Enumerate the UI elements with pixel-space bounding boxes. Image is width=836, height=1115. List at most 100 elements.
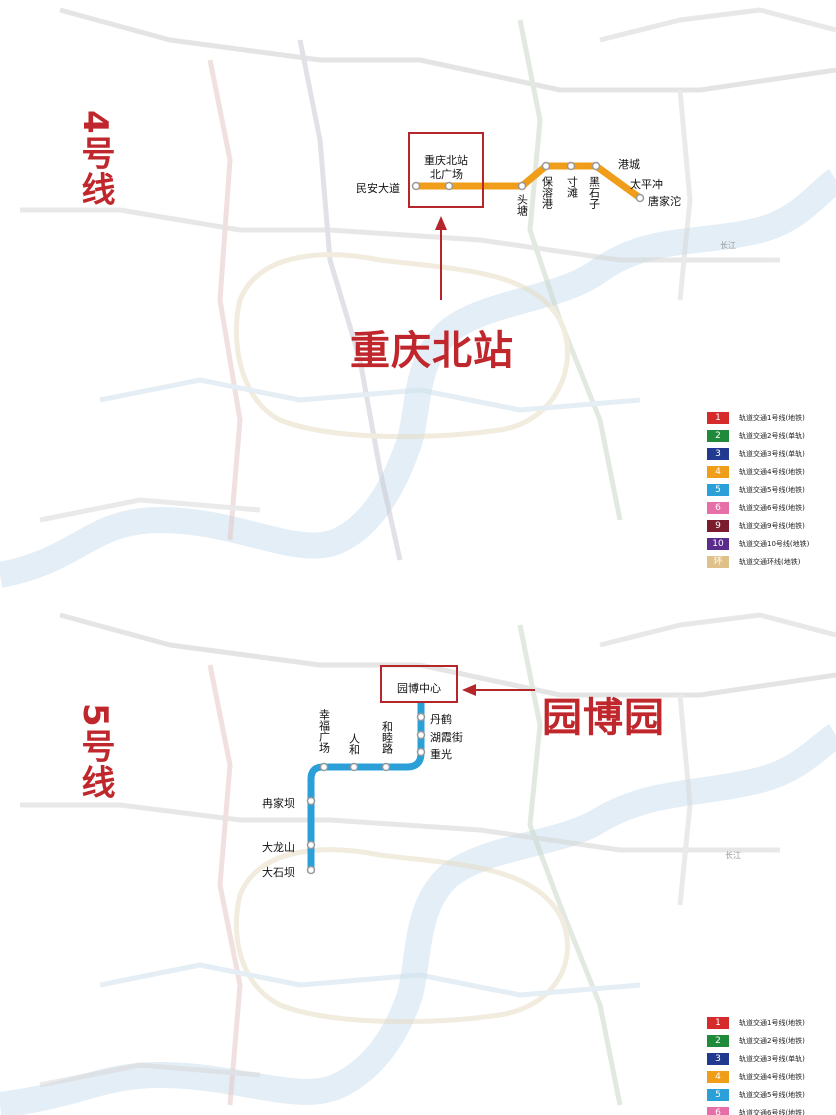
background-network [0, 7, 836, 588]
faded-line [297, 39, 403, 561]
station-label: 大龙山 [262, 841, 295, 854]
station-label: 丹鹤 [430, 713, 452, 726]
legend-label: 轨道交通环线(地铁) [739, 558, 801, 566]
legend-item: 3 轨道交通3号线(单轨) [707, 1050, 805, 1068]
legend-label: 轨道交通1号线(地铁) [739, 414, 805, 422]
faded-line [677, 694, 693, 906]
station-label: 太平冲 [630, 178, 663, 191]
legend-label: 轨道交通2号线(地铁) [739, 1037, 805, 1045]
faded-line [59, 7, 836, 93]
legend-label: 轨道交通6号线(地铁) [739, 504, 805, 512]
river-label: 长江 [720, 241, 736, 250]
legend-item: 6 轨道交通6号线(地铁) [707, 1104, 805, 1115]
legend-swatch: 6 [707, 502, 729, 514]
station-label: 冉家坝 [262, 797, 295, 810]
faded-line [677, 89, 693, 301]
legend-label: 轨道交通4号线(地铁) [739, 468, 805, 476]
legend-item: 6 轨道交通6号线(地铁) [707, 499, 809, 517]
river-label: 长江 [725, 851, 741, 860]
legend-swatch: 4 [707, 466, 729, 478]
legend-item: 5 轨道交通5号线(地铁) [707, 1086, 805, 1104]
station-label: 唐家沱 [648, 195, 681, 208]
legend-swatch: 2 [707, 430, 729, 442]
legend-label: 轨道交通10号线(地铁) [739, 540, 810, 548]
legend-swatch: 5 [707, 1089, 729, 1101]
legend-label: 轨道交通5号线(地铁) [739, 1091, 805, 1099]
legend-label: 轨道交通9号线(地铁) [739, 522, 805, 530]
station-label: 幸福广场 [317, 709, 331, 753]
station-dot [306, 865, 316, 875]
station-label: 园博中心 [397, 682, 441, 695]
legend-swatch: 2 [707, 1035, 729, 1047]
line-label: 4号线 [75, 110, 115, 208]
station-label: 人和 [347, 733, 361, 755]
river-shape [0, 168, 836, 588]
station-dot [416, 712, 426, 722]
faded-line [207, 664, 243, 1106]
station-label: 港城 [618, 158, 640, 171]
river-shape [0, 723, 836, 1115]
legend-label: 轨道交通2号线(单轨) [739, 432, 805, 440]
station-label: 寸滩 [565, 176, 579, 198]
faded-line [599, 7, 836, 43]
arrow-head-icon [462, 684, 476, 696]
station-label: 湖霞街 [430, 731, 463, 744]
legend-label: 轨道交通3号线(单轨) [739, 1055, 805, 1063]
station-label: 北广场 [430, 168, 463, 181]
legend-item: 9 轨道交通9号线(地铁) [707, 517, 809, 535]
faded-line [207, 59, 243, 541]
legend-swatch: 3 [707, 1053, 729, 1065]
station-label: 大石坝 [262, 866, 295, 879]
station-dot [444, 181, 454, 191]
station-dot [306, 796, 316, 806]
faded-line [517, 624, 623, 1106]
line4-map-panel: 4号线 民安大道 重庆北站 北广场 头塘 保溶港 寸滩 黑石子 港城 太平冲 唐… [0, 7, 836, 588]
station-label: 保溶港 [540, 176, 554, 209]
station-label: 重庆北站 [424, 154, 468, 167]
line5-route [307, 702, 425, 873]
faded-line [39, 1062, 261, 1088]
station-label: 重光 [430, 748, 452, 761]
line5-map-panel: 5号线 园博中心 丹鹤 湖霞街 重光 和睦路 人和 幸福广场 冉家坝 大龙山 大… [0, 605, 836, 1115]
station-label: 黑石子 [587, 176, 601, 209]
station-dot [349, 762, 359, 772]
station-dot [411, 181, 421, 191]
legend-item: 10 轨道交通10号线(地铁) [707, 535, 809, 553]
legend-swatch: 6 [707, 1107, 729, 1115]
station-dot [566, 161, 576, 171]
station-dot [306, 840, 316, 850]
station-dot [541, 161, 551, 171]
station-label: 和睦路 [380, 721, 394, 754]
faded-line [39, 497, 261, 523]
legend-item: 环 轨道交通环线(地铁) [707, 553, 809, 571]
legend-label: 轨道交通4号线(地铁) [739, 1073, 805, 1081]
line-label: 5号线 [75, 703, 115, 801]
legend-swatch: 9 [707, 520, 729, 532]
highlight-label: 园博园 [542, 695, 665, 741]
faded-loop-line [233, 252, 570, 440]
legend-swatch: 环 [707, 556, 729, 568]
station-label: 民安大道 [356, 182, 400, 195]
station-dot [517, 181, 527, 191]
faded-line [99, 962, 641, 998]
station-label: 头塘 [515, 194, 529, 216]
legend-swatch: 3 [707, 448, 729, 460]
highlight-label: 重庆北站 [350, 328, 514, 374]
legend-label: 轨道交通1号线(地铁) [739, 1019, 805, 1027]
legend-item: 2 轨道交通2号线(地铁) [707, 1032, 805, 1050]
legend-swatch: 10 [707, 538, 729, 550]
highlight-box [408, 132, 484, 208]
station-dot [591, 161, 601, 171]
station-dot [319, 762, 329, 772]
legend-item: 4 轨道交通4号线(地铁) [707, 463, 809, 481]
station-dot [416, 730, 426, 740]
faded-line [99, 377, 641, 413]
legend-label: 轨道交通6号线(地铁) [739, 1109, 805, 1115]
arrow-head-icon [435, 216, 447, 230]
